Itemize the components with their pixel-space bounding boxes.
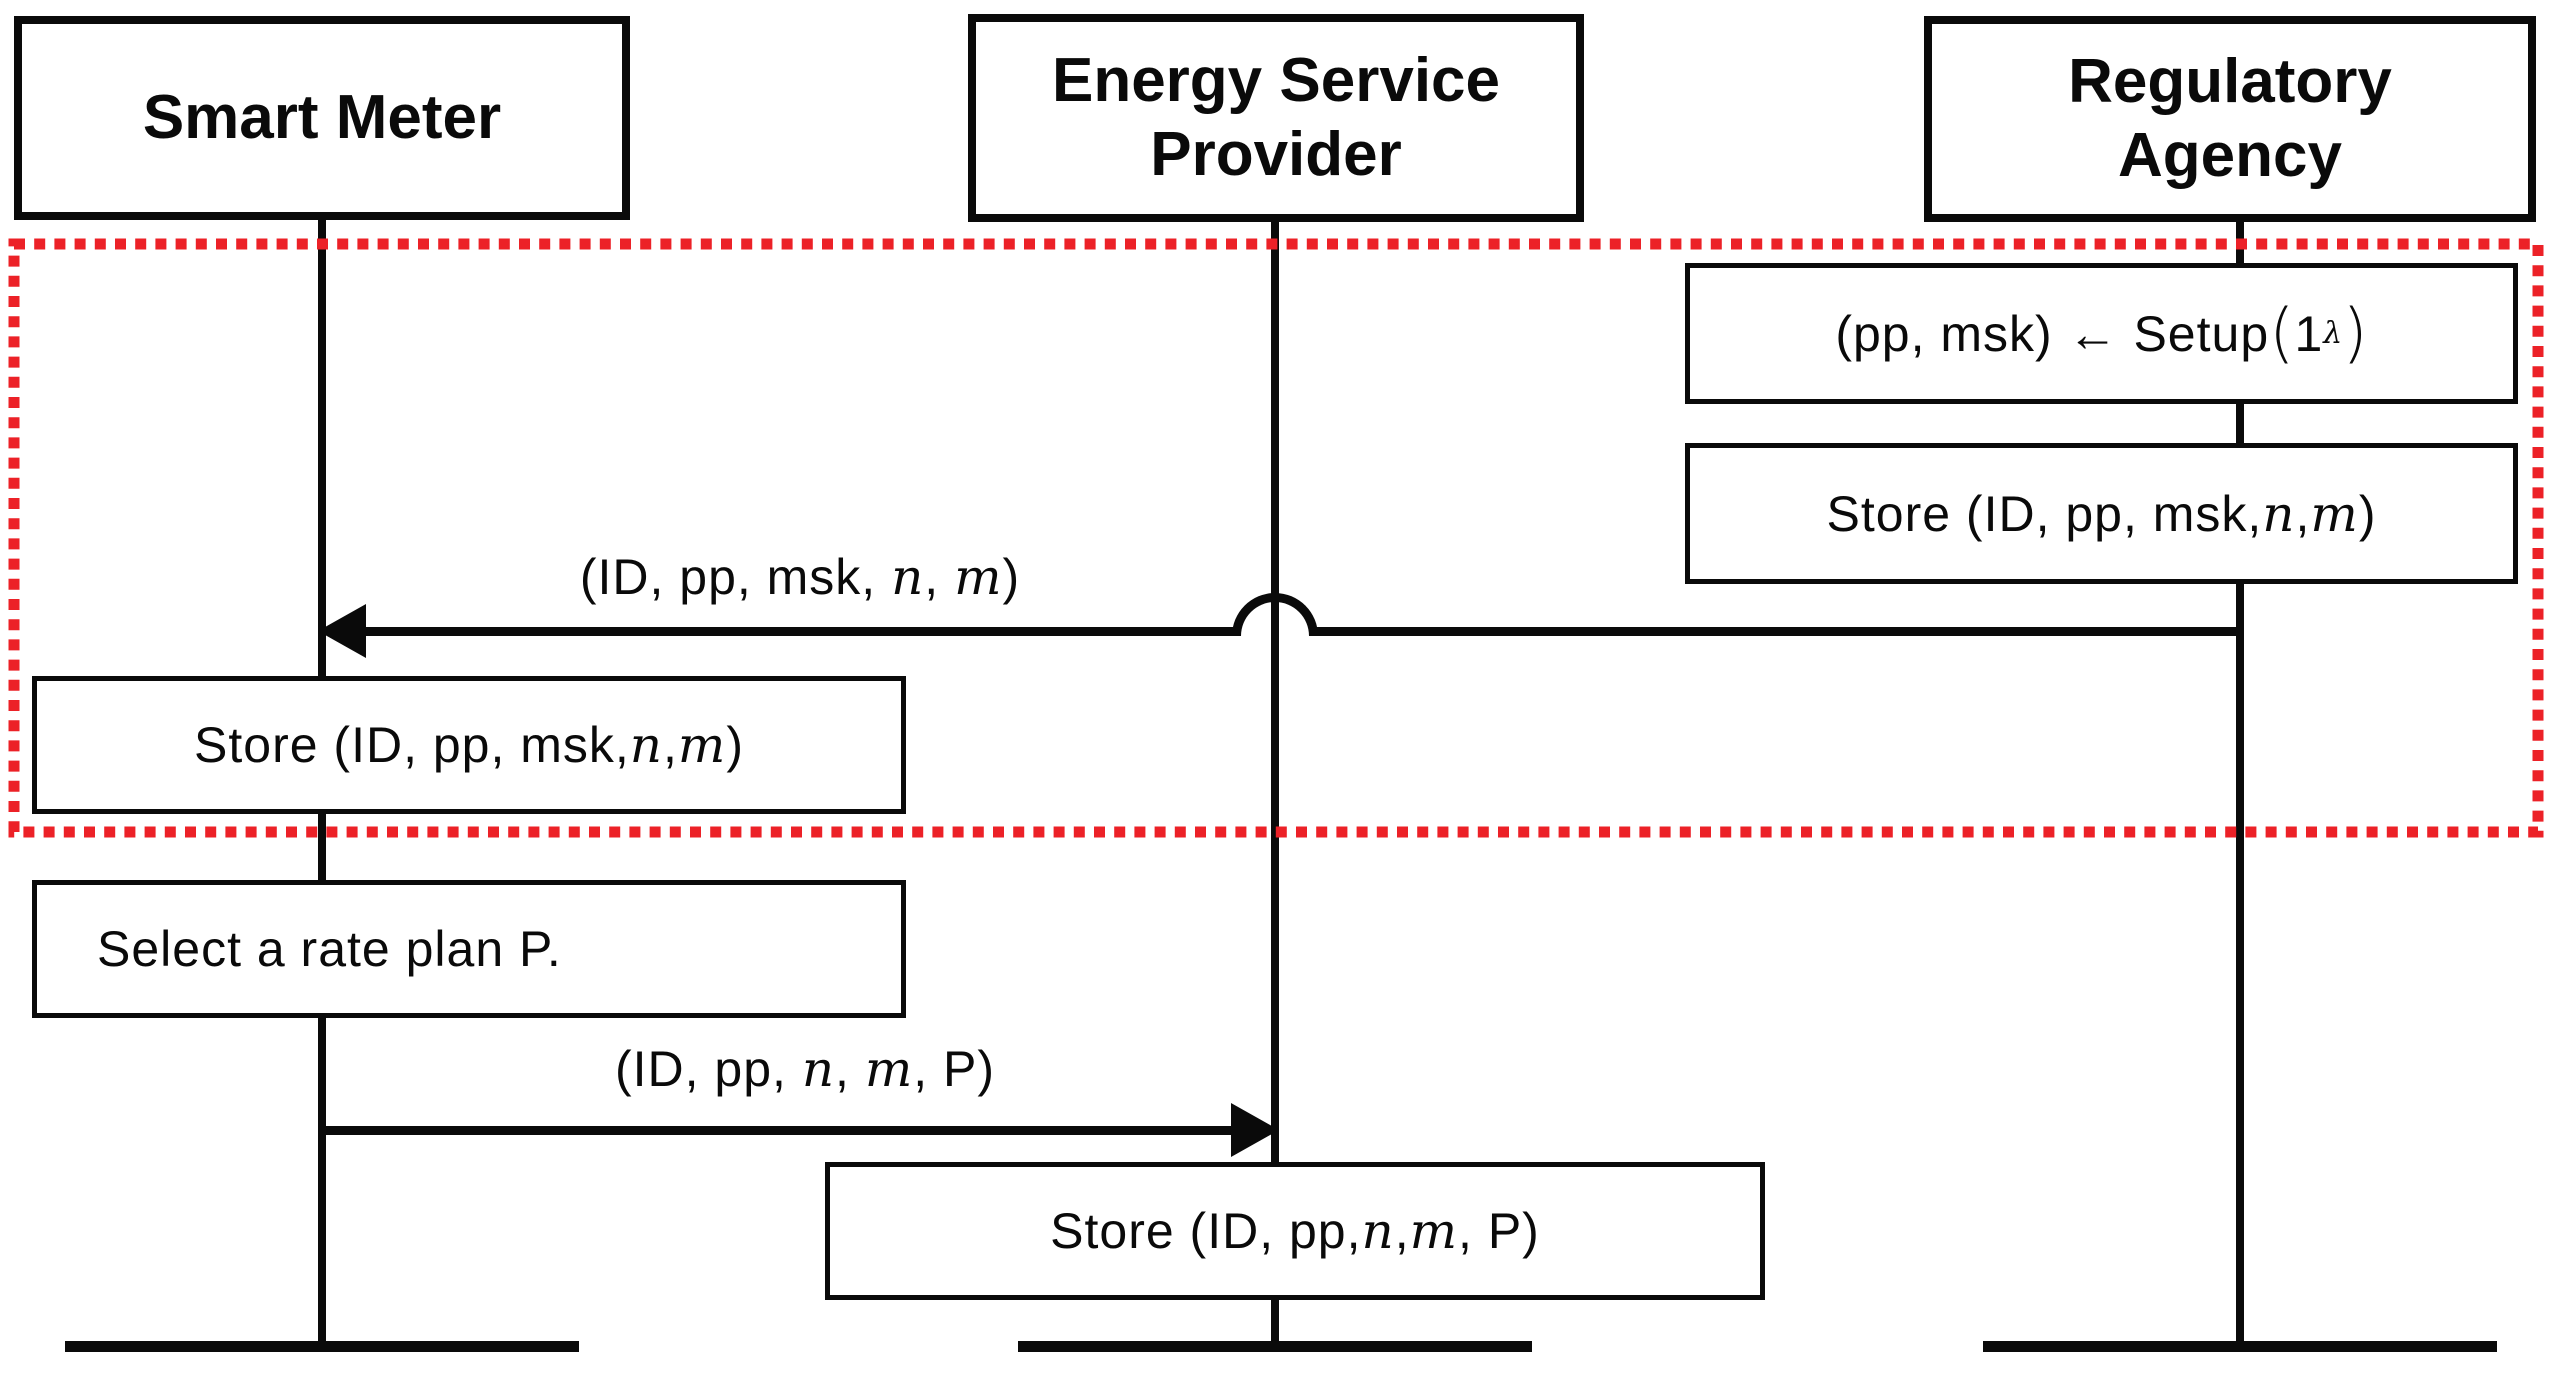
text-segment: m [677, 716, 727, 774]
endbar-energy-service-provider [1018, 1341, 1532, 1352]
endbar-regulatory-agency [1983, 1341, 2497, 1352]
text-segment: , [835, 1041, 865, 1097]
message1-arrow-line [350, 627, 1233, 636]
action-box-store-smart-meter: Store (ID, pp, msk, n, m) [32, 676, 906, 814]
actor-box-smart-meter: Smart Meter [14, 16, 630, 220]
text-segment: m [864, 1040, 914, 1098]
text-segment: m [2310, 484, 2359, 543]
message1-label: (ID, pp, msk, n, m) [420, 548, 1180, 606]
text-segment: λ [2323, 316, 2343, 351]
text-segment: ) [2358, 485, 2377, 542]
message1-arrow-line [1317, 627, 2238, 636]
text-segment: , [2295, 485, 2311, 542]
text-segment: n [891, 548, 925, 606]
text-segment: m [1409, 1202, 1459, 1260]
text-segment: 1 [2294, 305, 2324, 362]
text-segment: Select a rate plan P. [97, 921, 562, 977]
text-segment: Store (ID, pp, [1050, 1203, 1362, 1259]
text-segment: m [954, 548, 1003, 606]
text-segment: (pp, msk) ← Setup [1835, 305, 2270, 362]
message1-arrowhead-left-icon [318, 604, 366, 658]
text-segment: , P) [1458, 1203, 1540, 1259]
text-segment: ) [726, 717, 744, 773]
text-segment: , [663, 717, 678, 773]
text-segment: (ID, pp, [614, 1041, 802, 1097]
action-box-store-provider: Store (ID, pp, n, m, P) [825, 1162, 1765, 1300]
text-segment: n [1361, 1202, 1395, 1260]
message2-arrow-line [322, 1126, 1234, 1135]
text-segment: , [924, 549, 955, 605]
text-segment: n [2262, 484, 2296, 543]
message2-label: (ID, pp, n, m, P) [440, 1040, 1170, 1098]
actor-box-regulatory-agency: Regulatory Agency [1924, 16, 2536, 222]
action-box-select-rate-plan: Select a rate plan P. [32, 880, 906, 1018]
text-segment: n [801, 1040, 836, 1098]
text-segment: (ID, pp, msk, [579, 549, 892, 605]
text-segment: n [629, 716, 663, 774]
endbar-smart-meter [65, 1341, 579, 1352]
text-segment: , [1394, 1203, 1410, 1259]
text-segment: Store (ID, pp, msk, [194, 717, 630, 773]
lifeline-hop-arc-icon [1232, 593, 1318, 636]
text-segment: , P) [913, 1041, 996, 1097]
text-segment: Store (ID, pp, msk, [1826, 485, 2263, 542]
action-box-store-regulatory: Store (ID, pp, msk, n, m) [1685, 443, 2518, 584]
text-segment: ) [1002, 549, 1021, 605]
message2-arrowhead-right-icon [1231, 1103, 1279, 1157]
actor-box-energy-service-provider: Energy Service Provider [968, 14, 1584, 222]
